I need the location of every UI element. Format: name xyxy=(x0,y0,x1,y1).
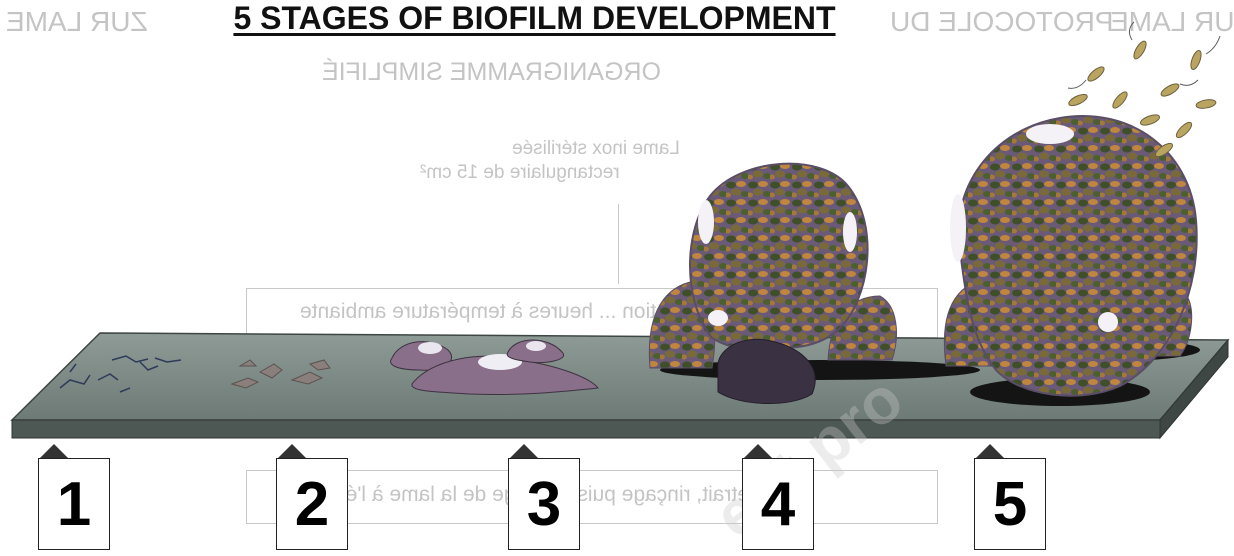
stage-2-label: 2 xyxy=(276,458,348,550)
stage-4-maturation xyxy=(649,164,980,404)
stage-4-label: 4 xyxy=(742,458,814,550)
stage-5-label: 5 xyxy=(974,458,1046,550)
stage-1-label: 1 xyxy=(38,458,110,550)
stage-5-dispersion xyxy=(944,22,1220,406)
stage-3-label: 3 xyxy=(508,458,580,550)
substrate-plate-front xyxy=(12,420,1160,438)
